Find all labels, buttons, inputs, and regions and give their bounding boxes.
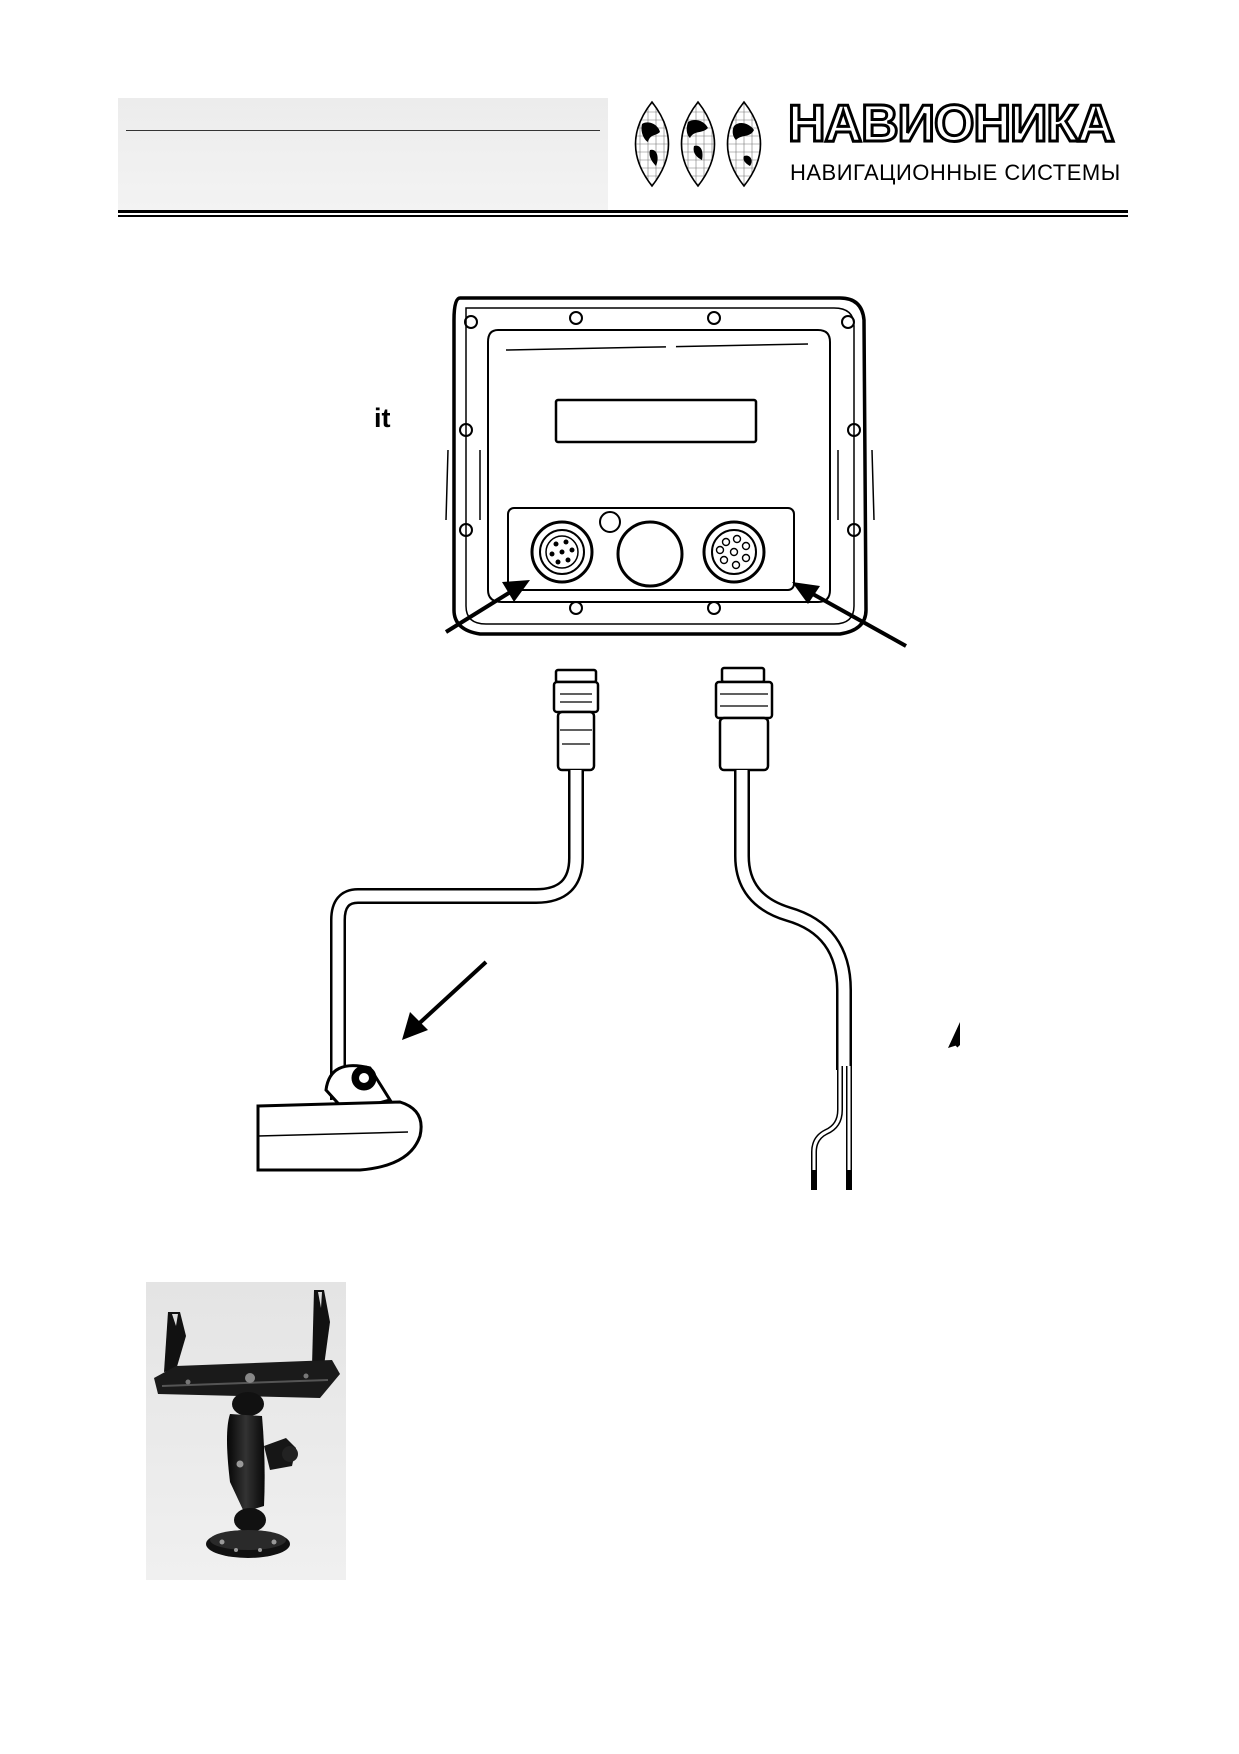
power-wire-leads bbox=[811, 1066, 852, 1190]
transducer-plug bbox=[552, 668, 600, 772]
header-rule bbox=[118, 210, 1128, 217]
brand-tagline: НАВИГАЦИОННЫЕ СИСТЕМЫ bbox=[790, 160, 1121, 185]
globe-segments-icon bbox=[634, 100, 762, 188]
unit-rear-panel bbox=[487, 329, 831, 603]
vent-circle bbox=[599, 511, 621, 533]
blank-plug bbox=[616, 520, 684, 588]
unit-label-plate bbox=[554, 398, 758, 444]
housing-screws bbox=[459, 311, 861, 615]
connector-bay bbox=[507, 507, 795, 591]
header-inner-line bbox=[126, 130, 600, 131]
header-box bbox=[118, 98, 608, 210]
transducer-cable bbox=[330, 770, 584, 1100]
bracket-mount-photo bbox=[146, 1282, 346, 1580]
left-connector-port bbox=[530, 520, 594, 584]
brand-name: НАВИОНИКА bbox=[787, 94, 1117, 155]
body-text-fragment: it bbox=[374, 403, 391, 433]
connection-diagram bbox=[256, 296, 960, 1190]
power-plug bbox=[714, 666, 774, 772]
transducer bbox=[256, 1064, 423, 1172]
right-connector-port bbox=[702, 520, 766, 584]
unit-housing bbox=[452, 296, 868, 636]
